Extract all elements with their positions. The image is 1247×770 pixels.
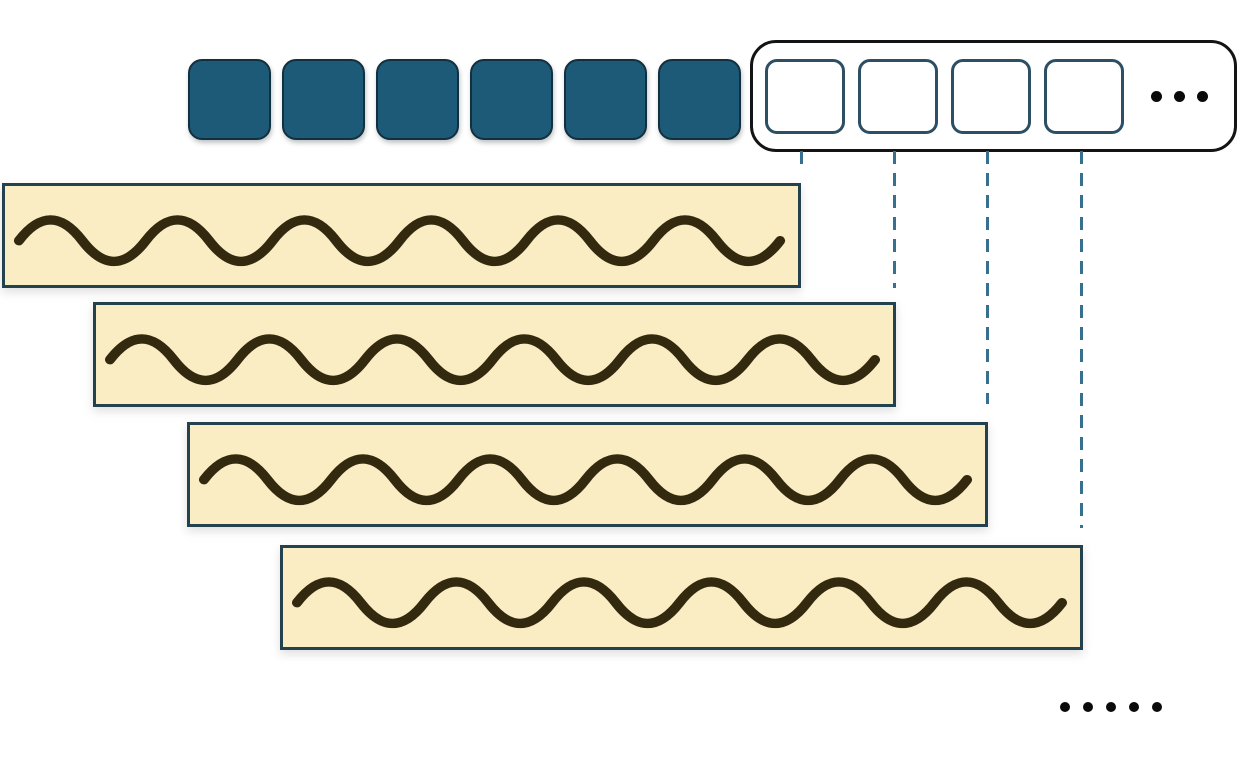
observed-token-square — [282, 59, 365, 140]
observed-token-square — [376, 59, 459, 140]
ellipsis-dot-icon — [1151, 90, 1162, 102]
ellipsis-dot-icon — [1083, 702, 1093, 712]
ellipsis-dot-icon — [1129, 702, 1139, 712]
sine-waveform-icon — [13, 215, 786, 267]
ellipsis-dot-icon — [1197, 90, 1208, 102]
observed-token-square — [188, 59, 271, 140]
sine-waveform-icon — [198, 454, 973, 506]
bottom-ellipsis — [1060, 702, 1162, 712]
signal-window — [2, 183, 801, 288]
observed-token-row — [188, 59, 741, 140]
ellipsis-dot-icon — [1152, 702, 1162, 712]
predicted-token-square — [858, 58, 938, 134]
signal-window — [187, 422, 988, 527]
container-ellipsis — [1151, 90, 1208, 102]
observed-token-square — [470, 59, 553, 140]
observed-token-square — [564, 59, 647, 140]
predicted-token-square — [765, 58, 845, 134]
predicted-token-square — [951, 58, 1031, 134]
prediction-container — [750, 40, 1237, 152]
sine-waveform-icon — [291, 577, 1068, 629]
ellipsis-dot-icon — [1106, 702, 1116, 712]
predicted-token-row — [765, 58, 1124, 134]
ellipsis-dot-icon — [1174, 90, 1185, 102]
observed-token-square — [658, 59, 741, 140]
predicted-token-square — [1044, 58, 1124, 134]
sine-waveform-icon — [104, 334, 881, 386]
ellipsis-dot-icon — [1060, 702, 1070, 712]
signal-window — [93, 302, 896, 407]
signal-window — [280, 545, 1083, 650]
